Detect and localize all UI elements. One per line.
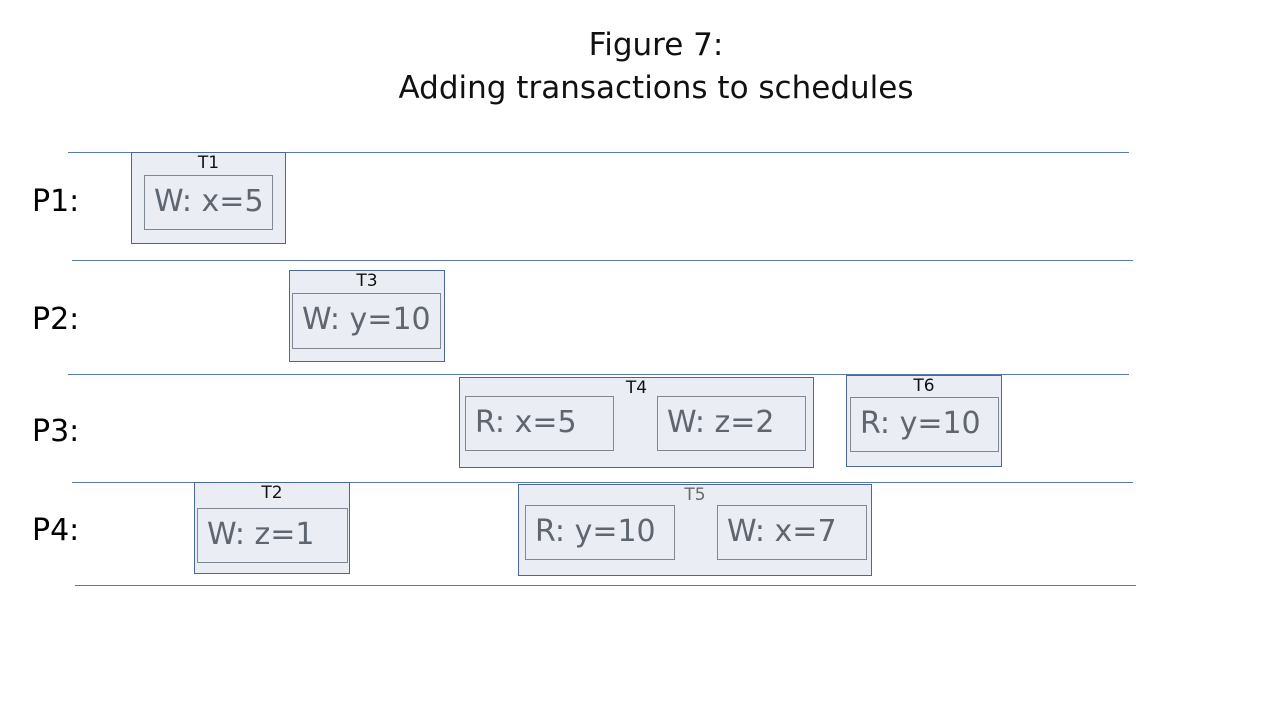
lane-divider <box>68 152 1129 153</box>
write-operation: W: z=1 <box>197 508 348 563</box>
write-operation: W: z=2 <box>657 396 806 451</box>
read-operation: R: y=10 <box>850 397 999 452</box>
lane-divider <box>72 482 1133 483</box>
transaction-label: T6 <box>913 376 935 396</box>
read-operation: R: y=10 <box>525 505 675 560</box>
lane-divider <box>72 260 1133 261</box>
lane-divider <box>68 374 1129 375</box>
transaction-t3: T3 W: y=10 <box>289 270 445 362</box>
process-label-p2: P2: <box>32 302 80 337</box>
transaction-label: T3 <box>356 271 378 291</box>
transaction-t5: T5 R: y=10 W: x=7 <box>518 484 872 576</box>
process-label-p4: P4: <box>32 513 80 548</box>
figure-subtitle: Adding transactions to schedules <box>398 70 914 106</box>
transaction-t6: T6 R: y=10 <box>846 375 1002 467</box>
figure-title: Figure 7: <box>588 27 724 63</box>
transaction-t4: T4 R: x=5 W: z=2 <box>459 377 814 468</box>
transaction-label: T4 <box>625 378 648 398</box>
read-operation: R: x=5 <box>465 396 614 451</box>
transaction-label: T5 <box>684 485 706 505</box>
write-operation: W: x=5 <box>144 175 273 230</box>
process-label-p1: P1: <box>32 184 80 219</box>
transaction-t1: T1 W: x=5 <box>131 152 286 244</box>
transaction-label: T1 <box>197 153 220 173</box>
write-operation: W: y=10 <box>292 293 441 349</box>
transaction-label: T2 <box>261 483 283 503</box>
transaction-t2: T2 W: z=1 <box>194 482 350 574</box>
write-operation: W: x=7 <box>717 505 867 560</box>
lane-divider <box>75 585 1136 586</box>
process-label-p3: P3: <box>32 414 80 449</box>
